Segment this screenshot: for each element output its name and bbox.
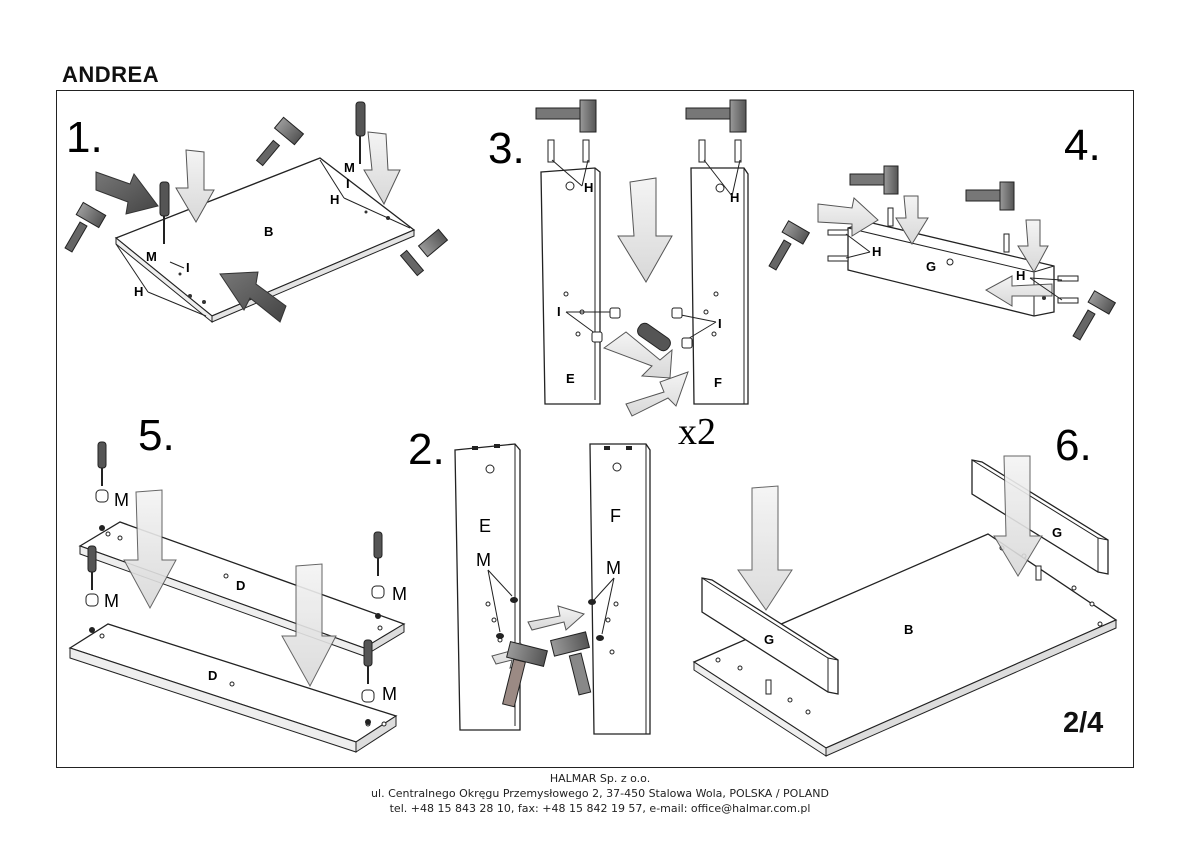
hammer-icon <box>549 631 592 696</box>
arrow-icon <box>895 195 929 245</box>
hammer-icon <box>768 220 811 271</box>
step-3-label-i: I <box>557 304 561 319</box>
hammer-icon <box>849 165 899 195</box>
dowel-icon <box>765 565 1042 695</box>
screwdriver-icon <box>97 441 107 486</box>
arrow-icon <box>602 331 673 379</box>
leader-lines-step1 <box>115 159 411 317</box>
step-1: 1. B <box>64 101 449 324</box>
hammer-icon <box>502 641 548 708</box>
step-1-label-m-2: M <box>344 160 355 175</box>
step-4-panel-g: G <box>926 259 936 274</box>
step-4: 4. G <box>768 121 1117 341</box>
arrow-icon <box>817 197 879 237</box>
arrow-icon <box>363 131 401 206</box>
footer-address: ul. Centralnego Okręgu Przemysłowego 2, … <box>371 787 829 800</box>
step-1-number: 1. <box>66 113 103 162</box>
arrow-icon <box>281 563 337 688</box>
step-5-panel-d: D <box>236 578 245 593</box>
leader-lines-step4 <box>845 233 1063 301</box>
screwdriver-icon <box>355 101 366 164</box>
arrow-icon <box>993 455 1043 577</box>
step-2-panel-e: E <box>479 516 491 536</box>
step-5-label-m-4: M <box>382 684 397 704</box>
step-2-panel-f: F <box>610 506 621 526</box>
arrow-icon <box>984 275 1053 307</box>
footer: HALMAR Sp. z o.o. ul. Centralnego Okręgu… <box>0 771 1200 816</box>
step-4-number: 4. <box>1064 121 1101 170</box>
holes-step5 <box>99 531 387 727</box>
hammer-icon <box>1072 290 1117 341</box>
step-3-multiplier: x2 <box>678 411 716 453</box>
leader-lines-step2 <box>487 569 615 635</box>
screwdriver-icon <box>363 639 373 684</box>
page-indicator: 2/4 <box>1063 707 1104 739</box>
arrow-icon <box>95 171 159 215</box>
arrow-icon <box>175 149 215 224</box>
arrow-icon <box>219 271 287 323</box>
step-5-label-m: M <box>114 490 129 510</box>
cam-lock-icon <box>85 489 385 703</box>
step-2: 2. E F M M <box>408 425 651 735</box>
screwdriver-icon <box>159 181 170 244</box>
arrow-icon <box>617 177 673 283</box>
footer-company: HALMAR Sp. z o.o. <box>549 772 651 785</box>
step-6-panel-g-2: G <box>1052 525 1062 540</box>
step-4-label-h-2: H <box>1016 268 1025 283</box>
step-5-label-m-2: M <box>104 591 119 611</box>
dowel-icon <box>827 207 1079 304</box>
bolts-step5 <box>89 525 381 725</box>
cam-lock-icon <box>591 307 693 349</box>
hammer-icon <box>685 99 747 133</box>
screwdriver-icon <box>637 322 671 352</box>
footer-contact: tel. +48 15 843 28 10, fax: +48 15 842 1… <box>389 802 811 815</box>
hammer-icon <box>255 116 305 167</box>
holes-step2 <box>485 601 619 655</box>
step-3-number: 3. <box>488 124 525 173</box>
step-1-label-m: M <box>146 249 157 264</box>
step-1-label-h: H <box>134 284 143 299</box>
step-5-label-m-3: M <box>392 584 407 604</box>
step-5: 5. D D <box>68 411 407 753</box>
arrow-icon <box>625 371 689 417</box>
step-1-label-h-2: H <box>330 192 339 207</box>
step-3-panel-e: E <box>566 371 575 386</box>
instruction-frame <box>56 90 1134 768</box>
arrow-icon <box>527 605 585 631</box>
arrow-icon <box>737 485 793 611</box>
step-6: 6. B G G <box>692 421 1118 757</box>
screwdriver-icon <box>373 531 383 576</box>
step-1-panel-b: B <box>264 224 273 239</box>
step-3-label-h: H <box>584 180 593 195</box>
step-4-label-h: H <box>872 244 881 259</box>
step-1-label-i-2: I <box>346 176 350 191</box>
arrow-icon <box>1017 219 1049 274</box>
step-5-number: 5. <box>138 411 175 460</box>
hammer-icon <box>64 201 107 253</box>
step-1-label-i: I <box>186 260 190 275</box>
step-6-panel-b: B <box>904 622 913 637</box>
leader-lines-step3 <box>551 159 741 341</box>
step-6-panel-g: G <box>764 632 774 647</box>
hammer-icon <box>399 228 449 277</box>
holes-step3 <box>563 181 725 337</box>
document-title: ANDREA <box>62 62 160 87</box>
step-2-label-m: M <box>476 550 491 570</box>
step-3-label-h-2: H <box>730 190 739 205</box>
step-2-label-m-2: M <box>606 558 621 578</box>
step-6-number: 6. <box>1055 421 1092 470</box>
arrow-icon <box>123 489 177 610</box>
step-3: 3. E F H H I I <box>488 99 749 453</box>
step-3-panel-f: F <box>714 375 722 390</box>
hammer-icon <box>965 181 1015 211</box>
bolts-step2 <box>496 597 604 641</box>
screwdriver-icon <box>87 545 97 590</box>
hammer-icon <box>535 99 597 133</box>
step-5-panel-d-2: D <box>208 668 217 683</box>
dowel-icon <box>547 139 742 163</box>
step-3-label-i-2: I <box>718 316 722 331</box>
step-2-number: 2. <box>408 425 445 474</box>
